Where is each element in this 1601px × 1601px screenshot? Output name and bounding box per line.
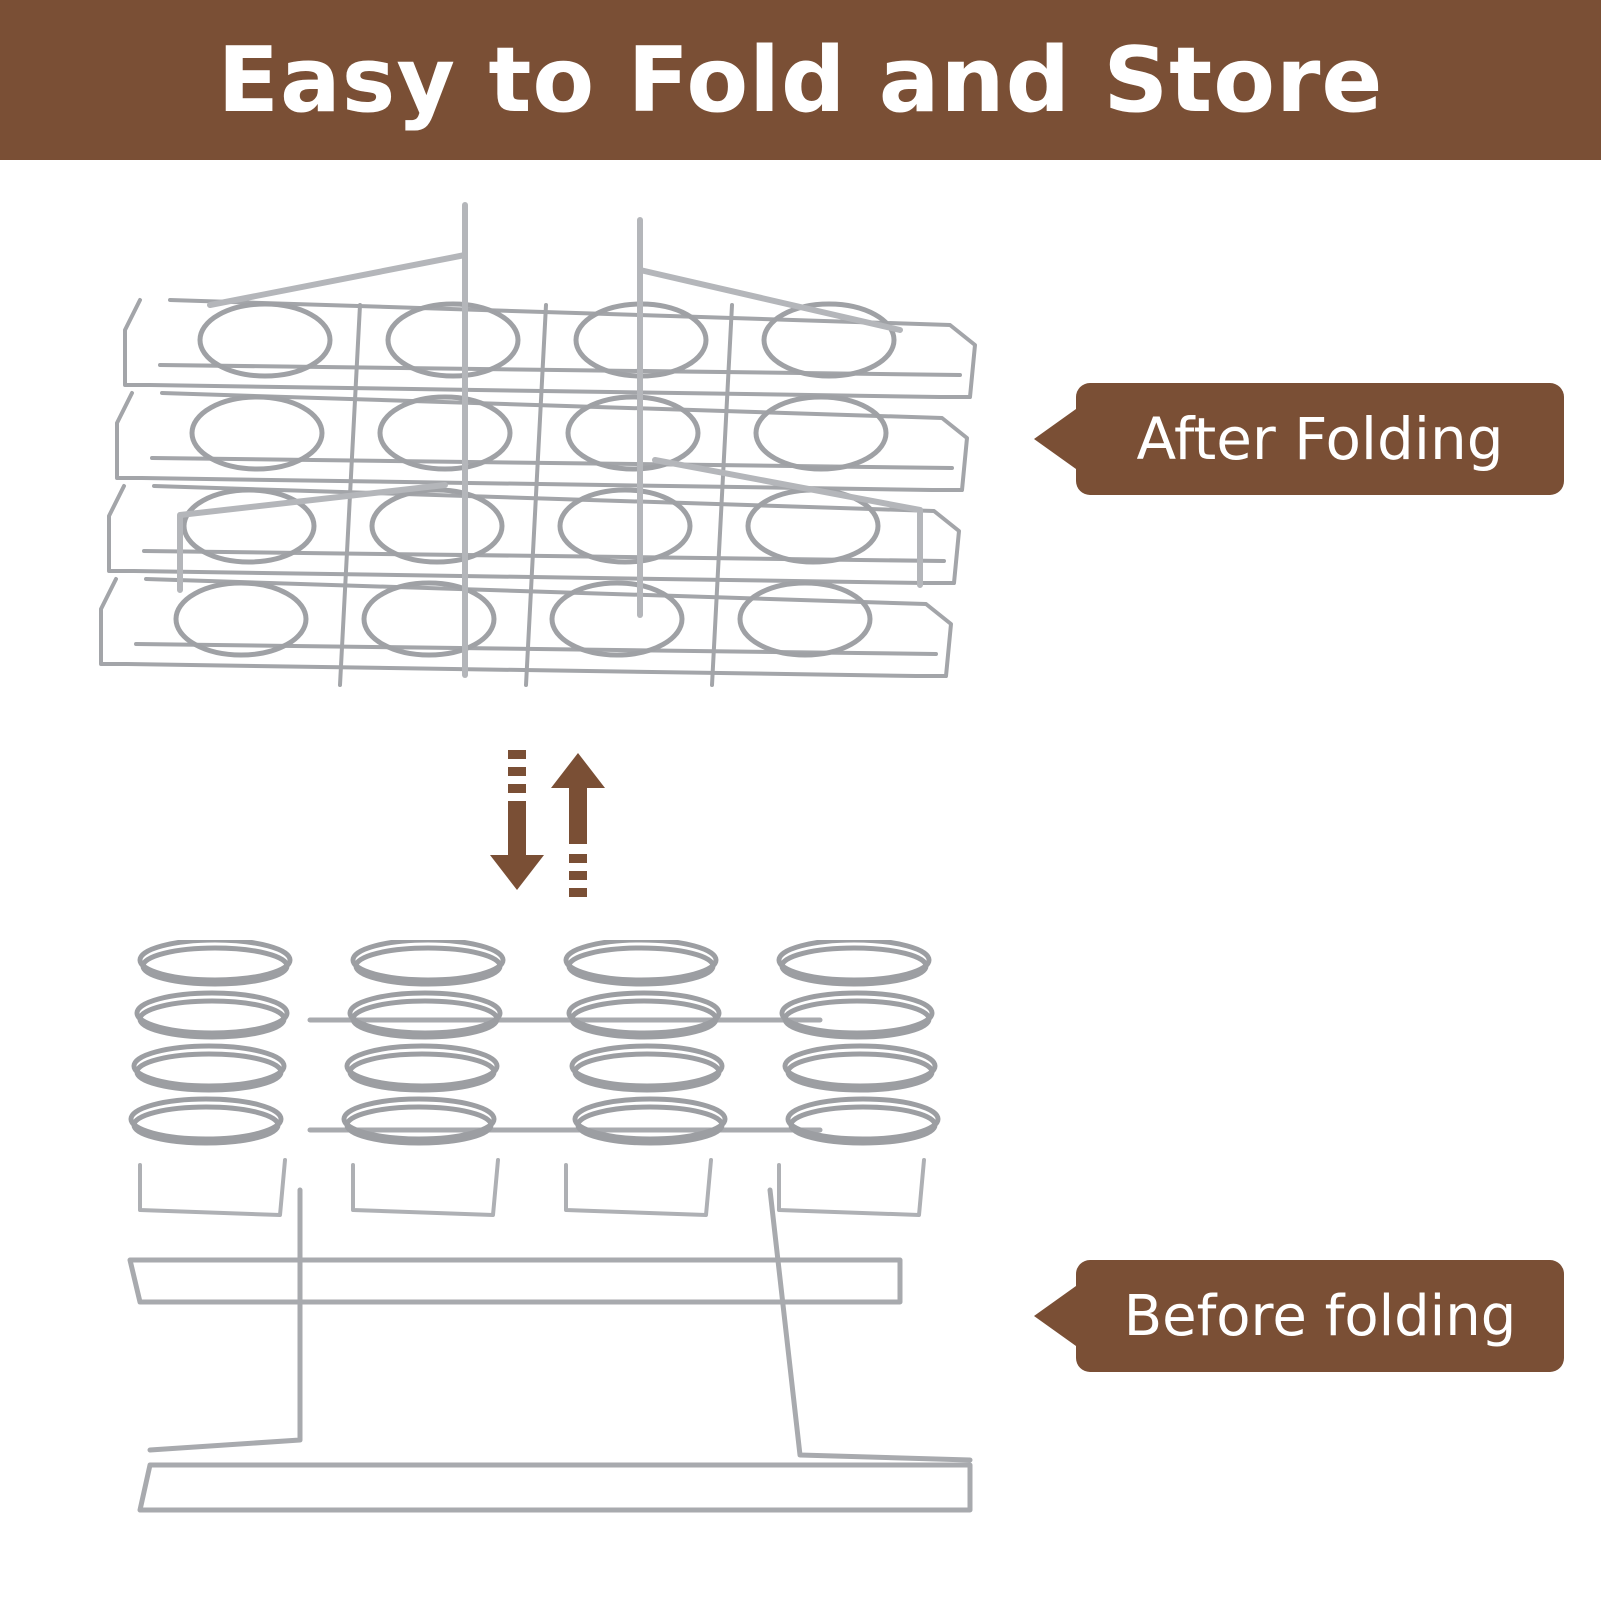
- header-banner: Easy to Fold and Store: [0, 0, 1601, 160]
- unfolded-ring: [779, 990, 935, 1036]
- unfolded-tray-bottom: [777, 1158, 926, 1217]
- unfolded-ring: [566, 990, 722, 1036]
- unfolded-ring: [128, 1096, 284, 1142]
- unfolded-ring: [134, 990, 290, 1036]
- swap-vertical-arrows-icon: [490, 750, 605, 897]
- folded-ring: [181, 487, 317, 565]
- unfolded-tray-bottom: [138, 1158, 287, 1217]
- unfolded-ring: [131, 1043, 287, 1089]
- unfolded-rack-rings: [128, 940, 941, 1146]
- unfolded-ring-inner: [788, 1104, 938, 1146]
- before-folding-label: Before folding: [1123, 1283, 1517, 1349]
- unfolded-ring-inner: [572, 1051, 722, 1093]
- folded-tray-rail: [158, 363, 962, 377]
- unfolded-ring: [344, 1043, 500, 1089]
- unfolded-ring-inner: [137, 998, 287, 1040]
- folded-ring: [197, 301, 333, 379]
- after-folding-callout: After Folding: [1076, 383, 1564, 495]
- unfolded-ring-inner: [569, 998, 719, 1040]
- unfolded-ring-inner: [347, 1051, 497, 1093]
- folded-ring: [369, 487, 505, 565]
- folded-tray-rail: [134, 642, 938, 656]
- unfolded-ring-inner: [785, 1051, 935, 1093]
- before-folding-callout: Before folding: [1076, 1260, 1564, 1372]
- unfolded-ring: [572, 1096, 728, 1142]
- folded-ring: [737, 580, 873, 658]
- unfolded-rack-trays: [138, 1158, 926, 1217]
- unfolded-ring: [137, 940, 293, 983]
- unfolded-tray-bottom: [351, 1158, 500, 1217]
- unfolded-ring-inner: [782, 998, 932, 1040]
- folded-rack-image: [99, 202, 977, 687]
- folded-tray-frame: [107, 484, 961, 585]
- folded-ring: [377, 394, 513, 472]
- after-folding-label: After Folding: [1136, 405, 1504, 473]
- unfolded-ring: [350, 940, 506, 983]
- folded-tray-frame: [115, 391, 969, 492]
- unfolded-ring: [569, 1043, 725, 1089]
- folded-ring: [385, 301, 521, 379]
- unfolded-ring-inner: [575, 1104, 725, 1146]
- unfolded-ring: [776, 940, 932, 983]
- folded-divider: [710, 303, 734, 687]
- unfolded-ring: [785, 1096, 941, 1142]
- folded-ring: [753, 394, 889, 472]
- folded-ring: [761, 301, 897, 379]
- unfolded-ring-inner: [131, 1104, 281, 1146]
- folded-ring: [189, 394, 325, 472]
- folded-ring: [361, 580, 497, 658]
- unfolded-ring-inner: [566, 945, 716, 987]
- folded-tray-rail: [142, 549, 946, 563]
- unfolded-ring-inner: [353, 945, 503, 987]
- unfolded-ring-inner: [350, 998, 500, 1040]
- folded-tray-frame: [123, 298, 977, 399]
- folded-ring: [549, 580, 685, 658]
- folded-divider: [524, 303, 548, 687]
- folded-rack-rings: [173, 301, 897, 658]
- unfolded-ring: [563, 940, 719, 983]
- unfolded-ring-inner: [779, 945, 929, 987]
- folded-ring: [173, 580, 309, 658]
- unfolded-ring: [341, 1096, 497, 1142]
- folded-rack-frames: [99, 298, 977, 687]
- unfolded-ring: [347, 990, 503, 1036]
- folded-rack-legs: [177, 202, 923, 678]
- page-title: Easy to Fold and Store: [217, 27, 1384, 133]
- folded-ring: [565, 394, 701, 472]
- unfolded-rack-base: [127, 1017, 973, 1513]
- unfolded-ring: [782, 1043, 938, 1089]
- unfolded-tray-bottom: [564, 1158, 713, 1217]
- unfolded-ring-inner: [344, 1104, 494, 1146]
- unfolded-ring-inner: [134, 1051, 284, 1093]
- unfolded-rack-image: [127, 940, 973, 1513]
- folded-tray-frame: [99, 577, 953, 678]
- unfolded-ring-inner: [140, 945, 290, 987]
- folded-tray-rail: [150, 456, 954, 470]
- folded-ring: [557, 487, 693, 565]
